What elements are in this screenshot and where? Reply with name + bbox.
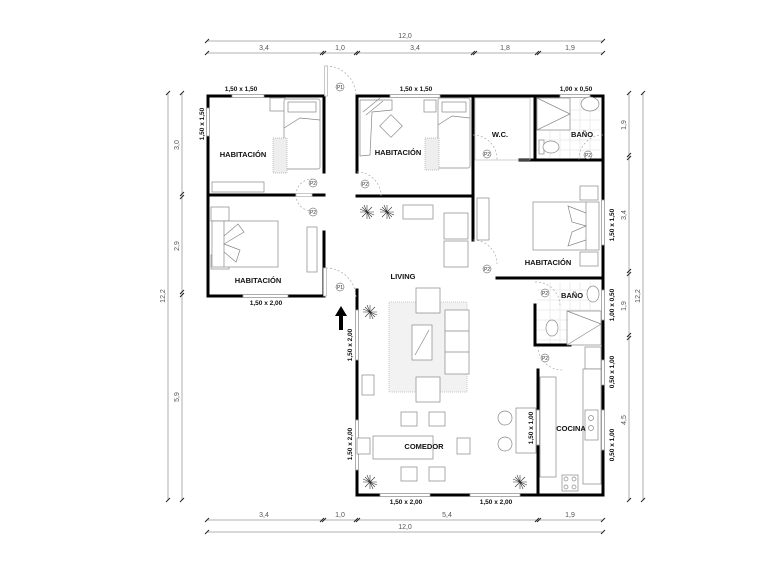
toilet bbox=[545, 319, 559, 337]
stool bbox=[497, 436, 513, 452]
door-p2-a: P2 bbox=[310, 181, 316, 187]
room-label-bedroom-top-mid: HABITACIÓN bbox=[375, 148, 422, 157]
room-label-bedroom-bottom-left: HABITACIÓN bbox=[235, 276, 282, 285]
toilet bbox=[542, 140, 560, 154]
desk bbox=[359, 99, 393, 157]
dim-right-seg-1: 1,9 bbox=[621, 120, 628, 130]
sink bbox=[580, 96, 600, 112]
wardrobe bbox=[306, 226, 318, 273]
door-p2-f: P2 bbox=[484, 267, 490, 273]
walls bbox=[206, 94, 605, 497]
door-p1-top: P1 bbox=[337, 85, 343, 91]
window-label-left-vertical: 1,50 x 1,50 bbox=[199, 107, 206, 140]
door-p2-d: P2 bbox=[484, 152, 490, 158]
dimension-lines bbox=[167, 40, 644, 533]
door-p2-h: P2 bbox=[542, 356, 548, 362]
dim-top-total: 12,0 bbox=[398, 33, 412, 40]
bed bbox=[532, 201, 600, 251]
door-p2-c: P2 bbox=[362, 182, 368, 188]
armchair bbox=[443, 212, 469, 240]
room-label-bath-top: BAÑO bbox=[571, 130, 593, 139]
armchair bbox=[443, 240, 469, 268]
dim-left-total: 12,2 bbox=[160, 289, 167, 303]
dim-left-seg-3: 5,9 bbox=[174, 392, 181, 402]
window-label-kitchen-top: 0,50 x 1,00 bbox=[609, 355, 616, 388]
door-p2-g: P2 bbox=[542, 291, 548, 297]
door-p1-entry: P1 bbox=[337, 285, 343, 291]
rug bbox=[272, 137, 288, 174]
furniture bbox=[210, 96, 602, 492]
windows bbox=[206, 94, 605, 497]
room-label-kitchen: COCINA bbox=[556, 424, 586, 433]
bed bbox=[283, 98, 321, 170]
dim-top-seg-3: 3,4 bbox=[410, 45, 420, 52]
dim-left-seg-1: 3,0 bbox=[174, 140, 181, 150]
dim-bottom-seg-4: 1,9 bbox=[565, 512, 575, 519]
side-table bbox=[361, 374, 375, 396]
window-label-entry: 1,50 x 2,00 bbox=[347, 328, 354, 361]
pillow bbox=[287, 101, 317, 113]
bed bbox=[437, 97, 471, 169]
dim-top-seg-4: 1,8 bbox=[500, 45, 510, 52]
bed bbox=[211, 220, 279, 268]
dresser bbox=[211, 181, 265, 193]
window-label-dining-left: 1,50 x 2,00 bbox=[347, 427, 354, 460]
island bbox=[539, 376, 557, 478]
dimension-ticks bbox=[165, 38, 646, 535]
kitchen-sink bbox=[584, 409, 599, 441]
window-label-top-right: 1,00 x 0,50 bbox=[560, 86, 593, 93]
window-label-bedroom-bottom: 1,50 x 2,00 bbox=[250, 300, 283, 307]
armchair bbox=[415, 287, 441, 314]
room-label-dining: COMEDOR bbox=[404, 442, 444, 451]
room-label-wc: W.C. bbox=[492, 130, 508, 139]
shower bbox=[566, 310, 602, 346]
chair bbox=[379, 114, 403, 138]
room-label-bedroom-top-left: HABITACIÓN bbox=[220, 150, 267, 159]
dim-bottom-seg-1: 3,4 bbox=[259, 512, 269, 519]
dim-bottom-total: 12,0 bbox=[398, 524, 412, 531]
dim-right-total: 12,2 bbox=[635, 289, 642, 303]
door-p2-e: P2 bbox=[585, 153, 591, 159]
window-label-top-mid: 1,50 x 1,50 bbox=[400, 86, 433, 93]
dim-bottom-seg-2: 1,0 bbox=[335, 512, 345, 519]
plant-icons bbox=[359, 204, 528, 490]
sink bbox=[586, 285, 600, 303]
dim-right-seg-3: 1,9 bbox=[621, 301, 628, 311]
room-label-bedroom-right: HABITACIÓN bbox=[525, 258, 572, 267]
dim-top-seg-2: 1,0 bbox=[335, 45, 345, 52]
window-label-top-left: 1,50 x 1,50 bbox=[225, 86, 258, 93]
window-label-bottom-1: 1,50 x 2,00 bbox=[390, 499, 423, 506]
window-label-right-bedroom: 1,50 x 1,50 bbox=[609, 208, 616, 241]
dining-table bbox=[372, 435, 434, 460]
dim-bottom-seg-3: 5,4 bbox=[442, 512, 452, 519]
sideboard bbox=[402, 204, 434, 220]
armchair bbox=[415, 376, 441, 403]
dim-right-seg-2: 3,4 bbox=[621, 210, 628, 220]
sofa bbox=[444, 309, 470, 375]
nightstand bbox=[269, 97, 286, 112]
window-label-bar: 1,50 x 1,00 bbox=[528, 411, 535, 444]
shower bbox=[536, 97, 571, 131]
window-label-right-bath: 1,00 x 0,50 bbox=[609, 288, 616, 321]
dim-top-seg-1: 3,4 bbox=[259, 45, 269, 52]
stool bbox=[497, 410, 513, 426]
room-label-living: LIVING bbox=[390, 272, 415, 281]
door-swings bbox=[295, 65, 604, 371]
entrance-arrow-icon bbox=[335, 306, 347, 330]
bar-counter bbox=[515, 407, 537, 454]
dim-left-seg-2: 2,9 bbox=[174, 241, 181, 251]
wardrobe bbox=[476, 197, 490, 241]
window-label-bottom-2: 1,50 x 2,00 bbox=[480, 499, 513, 506]
dim-right-seg-4: 4,5 bbox=[621, 415, 628, 425]
window-label-kitchen-bottom: 0,50 x 1,00 bbox=[609, 428, 616, 461]
dim-top-seg-5: 1,9 bbox=[565, 45, 575, 52]
room-label-bath-right: BAÑO bbox=[561, 291, 583, 300]
door-leaves bbox=[295, 65, 328, 297]
door-labels: P1 P1 P2 P2 P2 P2 P2 P2 P2 P2 bbox=[308, 82, 593, 363]
door-p2-b: P2 bbox=[310, 210, 316, 216]
